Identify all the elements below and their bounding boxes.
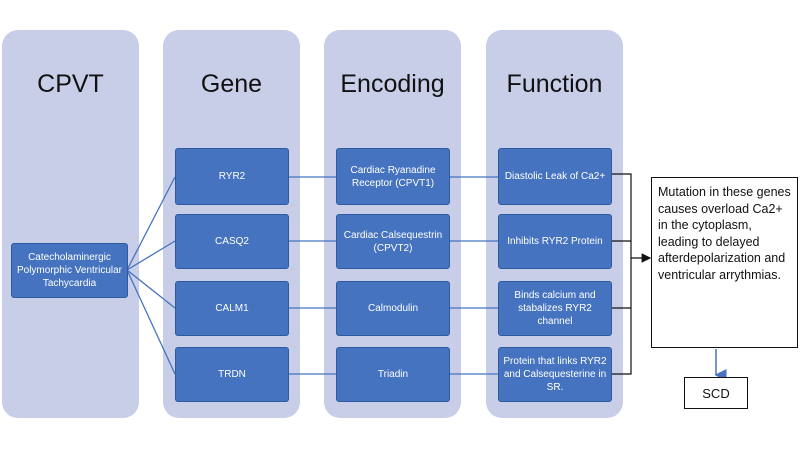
gene-label: CALM1 bbox=[215, 303, 249, 314]
scd-label: SCD bbox=[702, 385, 730, 401]
encoding-box-cpvt2: Cardiac Calsequestrin (CPVT2) bbox=[336, 214, 450, 269]
gene-label: RYR2 bbox=[218, 171, 246, 182]
gene-label: CASQ2 bbox=[215, 236, 249, 247]
function-label: Inhibits RYR2 Protein bbox=[507, 236, 603, 247]
scd-box: SCD bbox=[684, 377, 748, 409]
function-box-links-ryr2: Protein that links RYR2 and Calsequester… bbox=[498, 347, 612, 402]
function-box-inhibits-ryr2: Inhibits RYR2 Protein bbox=[498, 214, 612, 269]
gene-box-ryr2: RYR2 bbox=[175, 148, 289, 205]
column-title-cpvt: CPVT bbox=[37, 70, 104, 98]
encoding-label: Cardiac Calsequestrin (CPVT2) bbox=[343, 229, 443, 254]
root-box: Catecholaminergic Polymorphic Ventricula… bbox=[11, 243, 128, 298]
encoding-box-triadin: Triadin bbox=[336, 347, 450, 402]
outcome-text: Mutation in these genes causes overload … bbox=[658, 185, 791, 282]
gene-box-trdn: TRDN bbox=[175, 347, 289, 402]
encoding-label: Cardiac Ryanadine Receptor (CPVT1) bbox=[350, 164, 436, 189]
outcome-note: Mutation in these genes causes overload … bbox=[651, 177, 798, 348]
root-label: Catecholaminergic Polymorphic Ventricula… bbox=[16, 252, 123, 289]
function-box-binds-calcium: Binds calcium and stabalizes RYR2 channe… bbox=[498, 281, 612, 336]
encoding-box-calmodulin: Calmodulin bbox=[336, 281, 450, 336]
gene-label: TRDN bbox=[218, 369, 246, 380]
column-title-function: Function bbox=[506, 70, 603, 98]
function-label: Protein that links RYR2 and Calsequester… bbox=[503, 356, 607, 393]
column-cpvt: CPVT bbox=[2, 30, 139, 418]
function-box-diastolic-leak: Diastolic Leak of Ca2+ bbox=[498, 148, 612, 205]
function-label: Binds calcium and stabalizes RYR2 channe… bbox=[514, 290, 596, 327]
column-title-encoding: Encoding bbox=[340, 70, 445, 98]
gene-box-casq2: CASQ2 bbox=[175, 214, 289, 269]
encoding-box-cpvt1: Cardiac Ryanadine Receptor (CPVT1) bbox=[336, 148, 450, 205]
encoding-label: Triadin bbox=[377, 369, 409, 380]
encoding-label: Calmodulin bbox=[367, 303, 419, 314]
gene-box-calm1: CALM1 bbox=[175, 281, 289, 336]
function-label: Diastolic Leak of Ca2+ bbox=[504, 171, 606, 182]
column-title-gene: Gene bbox=[200, 70, 263, 98]
